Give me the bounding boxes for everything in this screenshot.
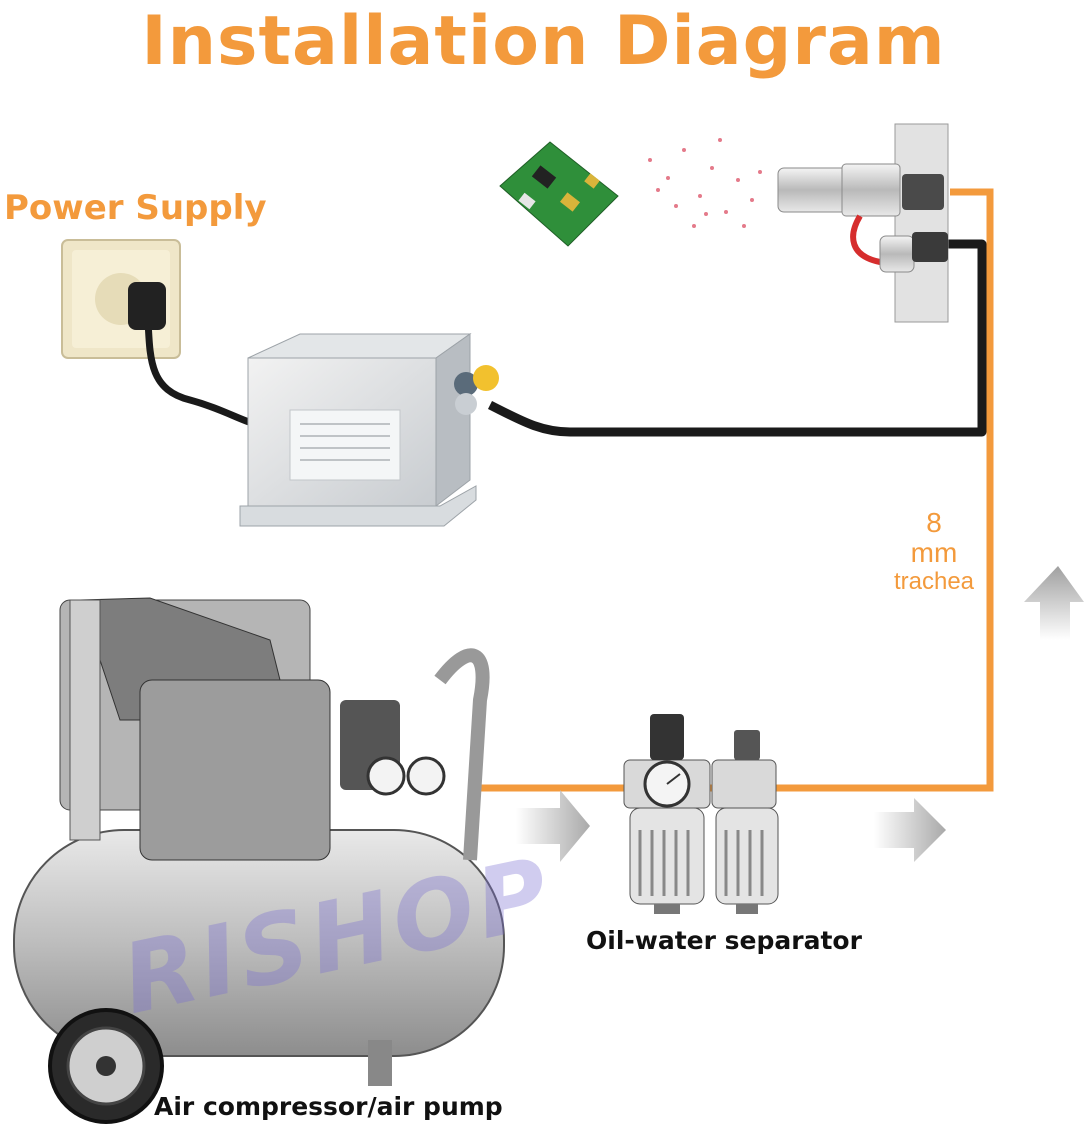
diagram-title: Installation Diagram xyxy=(141,2,946,81)
tube-unit: mm xyxy=(910,537,958,568)
air-compressor-icon xyxy=(13,597,505,1124)
hv-cable xyxy=(487,239,987,437)
tube-name: trachea xyxy=(893,568,975,595)
ion-nozzle-icon xyxy=(777,123,949,323)
power-plug-icon xyxy=(128,282,256,428)
tube-spec-label: 8 mm trachea xyxy=(872,508,996,596)
power-supply-label: Power Supply xyxy=(4,188,267,228)
circuit-board-icon xyxy=(499,141,619,247)
separator-label: Oil-water separator xyxy=(586,926,862,955)
tube-size: 8 xyxy=(926,507,942,538)
ion-spray xyxy=(648,138,762,228)
flow-arrow-icon xyxy=(516,790,590,862)
flow-arrow-icon xyxy=(1024,566,1084,640)
oil-water-separator-icon xyxy=(623,714,779,914)
high-voltage-generator-icon xyxy=(239,333,499,527)
flow-arrow-icon xyxy=(874,798,946,862)
compressor-label: Air compressor/air pump xyxy=(154,1092,503,1121)
